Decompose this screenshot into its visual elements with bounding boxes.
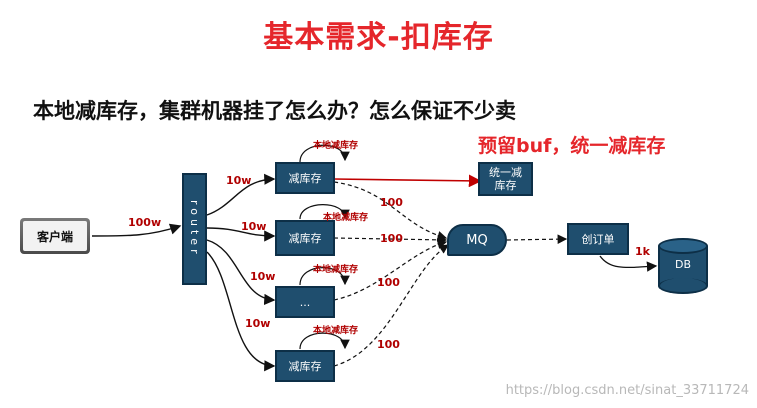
watermark-url: https://blog.csdn.net/sinat_33711724 — [505, 383, 749, 398]
edge-label-router-node1: 10w — [226, 174, 252, 187]
mq-edge-label-2: 100 — [380, 232, 403, 245]
loop-label-4: 本地减库存 — [313, 326, 359, 336]
mq-node: MQ — [447, 224, 507, 256]
create-order-box: 创订单 — [567, 223, 629, 255]
loop-node2 — [299, 204, 350, 220]
edge-mq-order — [506, 234, 568, 244]
database-cylinder: DB — [658, 238, 708, 294]
edge-label-order-db: 1k — [635, 245, 650, 258]
slide-title: 基本需求-扣库存 — [263, 20, 494, 55]
loop-label-3: 本地减库存 — [313, 265, 359, 275]
edge-node2-mq — [333, 235, 448, 245]
edge-label-client-router: 100w — [128, 216, 162, 229]
mq-edge-label-3: 100 — [377, 276, 400, 289]
edge-label-router-node2: 10w — [241, 220, 267, 233]
edge-router-node1 — [206, 173, 276, 216]
edge-router-node4 — [206, 251, 276, 372]
loop-node1 — [299, 144, 350, 163]
edge-node1-unified — [333, 174, 482, 188]
router-box: router — [182, 173, 207, 285]
node-deduct-4: 减库存 — [275, 350, 335, 382]
node-deduct-2: 减库存 — [275, 220, 335, 256]
loop-label-1: 本地减库存 — [313, 141, 359, 151]
edge-node1-mq — [333, 181, 448, 241]
client-terminal: 客户端 — [20, 218, 90, 254]
loop-node3 — [299, 267, 350, 286]
edge-node4-mq — [333, 244, 450, 367]
loop-node4 — [299, 332, 350, 350]
edge-label-router-node4: 10w — [245, 317, 271, 330]
edge-router-node3 — [206, 239, 276, 306]
mq-edge-label-1: 100 — [380, 196, 403, 209]
question-text: 本地减库存，集群机器挂了怎么办？怎么保证不少卖 — [33, 99, 516, 123]
edge-node3-mq — [333, 239, 448, 301]
mq-edge-label-4: 100 — [377, 338, 400, 351]
node-deduct-1: 减库存 — [275, 162, 335, 194]
db-label: DB — [674, 258, 692, 271]
loop-label-2: 本地减库存 — [323, 213, 369, 223]
edge-client-router — [91, 223, 182, 237]
node-deduct-3: ... — [275, 286, 335, 318]
edge-order-db — [599, 255, 658, 272]
edge-router-node2 — [206, 227, 276, 242]
router-label: router — [188, 200, 201, 258]
solution-text: 预留buf，统一减库存 — [478, 135, 666, 157]
edge-label-router-node3: 10w — [250, 270, 276, 283]
unified-deduct-box: 统一减库存 — [478, 162, 533, 196]
client-label: 客户端 — [23, 221, 87, 251]
